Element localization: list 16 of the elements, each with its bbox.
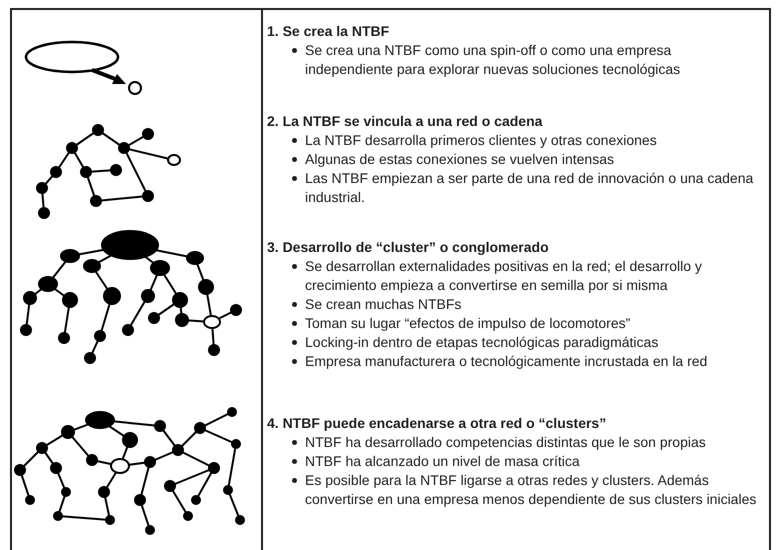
- bullet-item: Algunas de estas conexiones se vuelven intensas: [305, 150, 615, 169]
- bullet-item: Se crean muchas NTBFs: [305, 295, 462, 314]
- step-heading: 3. Desarrollo de “cluster” o conglomerado: [267, 238, 550, 257]
- bullet-item: Empresa manufacturera o tecnológicamente incrustada en la red: [305, 352, 708, 371]
- step-heading: 4. NTBF puede encadenarse a otra red o “clusters”: [267, 414, 608, 433]
- bullet-item: NTBF ha alcanzado un nivel de masa crítica: [305, 452, 581, 471]
- bullet-item: La NTBF desarrolla primeros clientes y otras conexiones: [305, 131, 658, 150]
- step-heading: 1. Se crea la NTBF: [267, 22, 390, 41]
- bullet-item: Se desarrollan externalidades positivas en la red; el desarrollo y crecimiento empieza a convertirse en semilla por si misma: [305, 257, 703, 295]
- step-heading: 2. La NTBF se vincula a una red o cadena: [267, 112, 544, 131]
- bullet-item: Toman su lugar “efectos de impulso de locomotores”: [305, 314, 632, 333]
- bullet-item: Las NTBF empiezan a ser parte de una red de innovación o una cadena industrial.: [305, 169, 754, 207]
- bullet-item: Es posible para la NTBF ligarse a otras redes y clusters. Además convertirse en una empresa menos dependiente de sus clusters iniciales: [305, 471, 758, 509]
- bullet-item: Locking-in dentro de etapas tecnológicas paradigmáticas: [305, 333, 660, 352]
- bullet-item: Se crea una NTBF como una spin-off o como una empresa independiente para explorar nuevas soluciones tecnológicas: [305, 41, 682, 79]
- bullet-item: NTBF ha desarrollado competencias distintas que le son propias: [305, 433, 707, 452]
